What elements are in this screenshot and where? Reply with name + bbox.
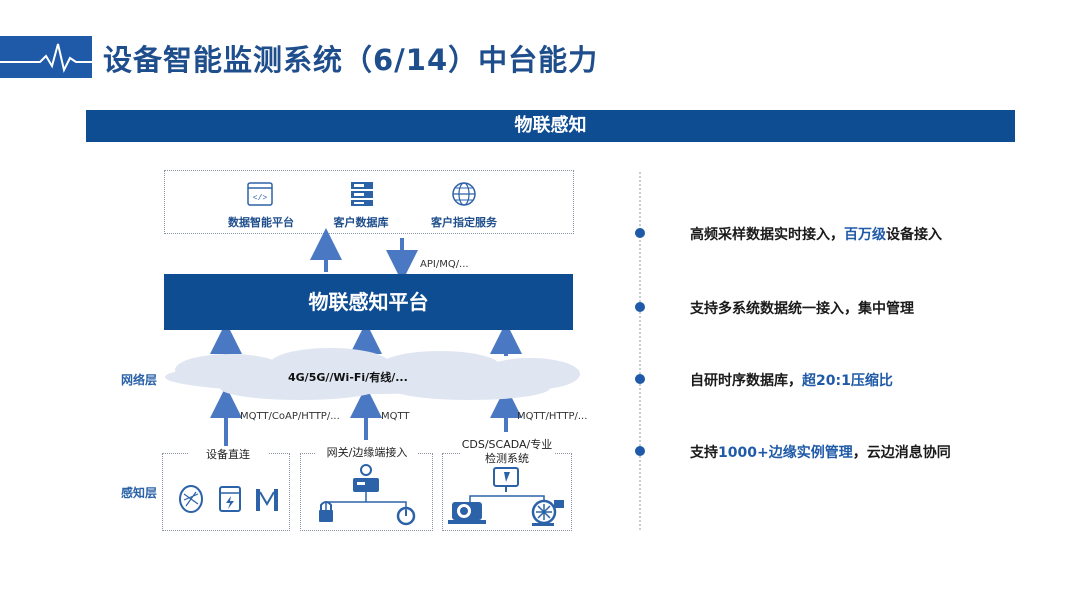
meter-icon (219, 486, 241, 512)
app-item-customer-db (348, 180, 376, 212)
app-label: 客户指定服务 (431, 216, 497, 229)
sensing-layer-label: 感知层 (121, 486, 158, 500)
feature-bullet (635, 302, 645, 312)
feature-item: 高频采样数据实时接入，百万级设备接入 (690, 224, 942, 244)
network-cloud-label: 4G/5G//Wi-Fi/有线/... (288, 371, 408, 384)
gauge-icon (396, 506, 416, 526)
api-label: API/MQ/... (420, 259, 469, 270)
feature-text: 高频采样数据实时接入， (690, 227, 844, 243)
feature-item: 自研时序数据库，超20:1压缩比 (690, 370, 893, 390)
svg-text:</>: </> (253, 194, 268, 203)
feature-highlight: 百万级 (844, 227, 886, 243)
sensing-group-title-line: CDS/SCADA/专业 (461, 438, 553, 451)
page-title: 设备智能监测系统（6/14）中台能力 (103, 43, 599, 77)
feature-text: ，云边消息协同 (852, 445, 951, 461)
feature-text: 自研时序数据库， (690, 373, 802, 389)
iot-platform-block: 物联感知平台 (164, 274, 573, 330)
protocol-label: MQTT (381, 411, 410, 422)
sensing-group-title-line: 检测系统 (485, 452, 529, 465)
gateway-device-icons (319, 464, 416, 526)
motor-icon (448, 502, 486, 524)
app-item-data-platform: </> (246, 180, 274, 212)
app-label: 客户数据库 (333, 216, 389, 229)
title-accent-bar (0, 36, 92, 78)
direct-device-icons (179, 485, 278, 513)
feature-highlight: 超20:1压缩比 (802, 373, 893, 389)
feature-item: 支持1000+边缘实例管理，云边消息协同 (690, 442, 951, 462)
section-banner: 物联感知 (86, 110, 1015, 142)
scada-device-icons (448, 467, 564, 526)
sensing-group-title: 网关/边缘端接入 (316, 444, 418, 460)
sensor-icon (179, 485, 203, 513)
feature-highlight: 1000+边缘实例管理 (718, 445, 853, 461)
server-rack-icon (351, 182, 373, 206)
gate-icon (256, 489, 278, 511)
protocol-label: MQTT/HTTP/... (517, 411, 588, 422)
code-window-icon: </> (247, 182, 273, 206)
feature-bullet (635, 374, 645, 384)
feature-text: 支持多系统数据统一接入，集中管理 (690, 301, 914, 317)
sensing-group-title: CDS/SCADA/专业 检测系统 (460, 438, 554, 466)
feature-item: 支持多系统数据统一接入，集中管理 (690, 298, 914, 318)
sensing-group-title: 设备直连 (188, 446, 268, 462)
lock-icon (319, 501, 333, 522)
feature-bullet (635, 446, 645, 456)
pump-icon (531, 499, 564, 526)
feature-bullet (635, 228, 645, 238)
heartbeat-icon (0, 43, 92, 73)
feature-text: 设备接入 (886, 227, 942, 243)
network-layer-label: 网络层 (121, 373, 158, 387)
protocol-label: MQTT/CoAP/HTTP/... (240, 411, 340, 422)
globe-icon (452, 182, 476, 206)
app-item-custom-service (450, 180, 478, 212)
application-box (164, 170, 574, 234)
network-cloud (165, 348, 580, 400)
monitor-icon (493, 467, 519, 492)
app-label: 数据智能平台 (228, 216, 294, 229)
feature-text: 支持 (690, 445, 718, 461)
gateway-icon (353, 464, 379, 492)
timeline-divider (639, 172, 641, 530)
